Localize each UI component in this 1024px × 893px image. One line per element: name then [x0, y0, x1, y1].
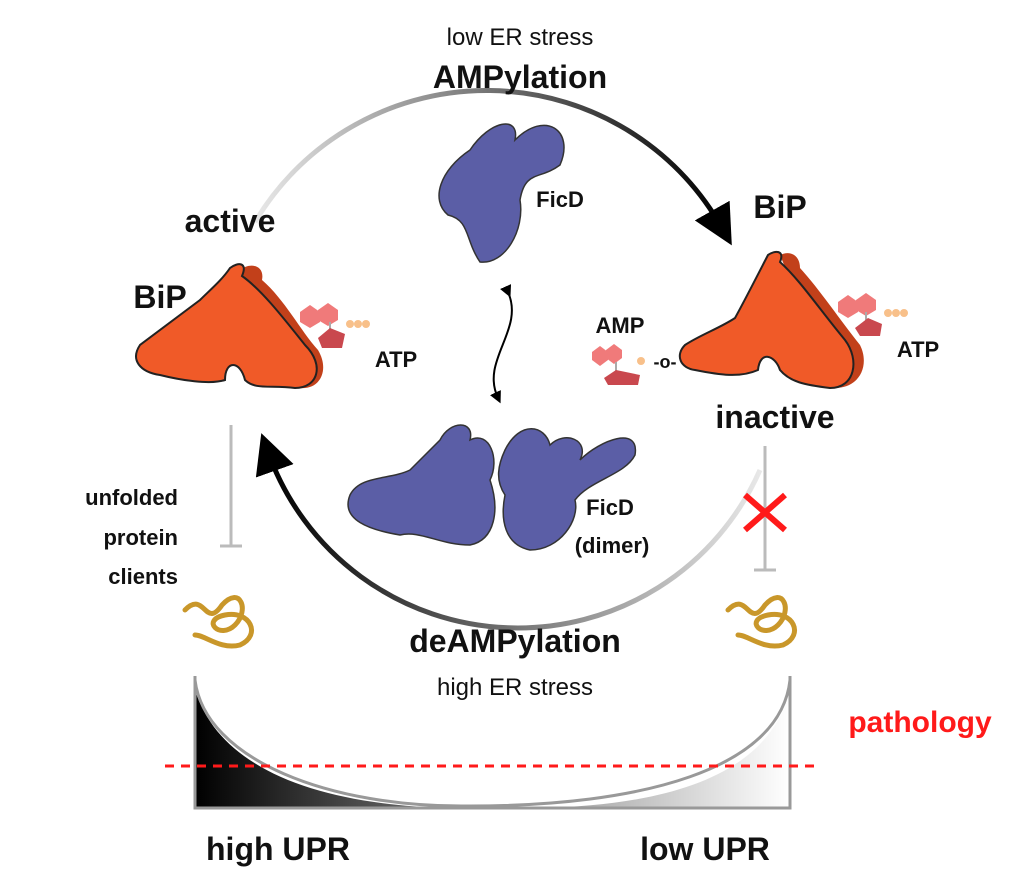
equilibrium-arrow	[490, 284, 513, 404]
amp-linker-label: -o-	[654, 352, 677, 372]
ficd-dimer-label: FicD	[586, 495, 634, 520]
atp-left-label: ATP	[375, 347, 417, 372]
inactive-label: inactive	[715, 399, 834, 435]
clients-label-line2: protein	[103, 525, 178, 550]
ampylation-arrow	[252, 88, 732, 246]
atp-right-label: ATP	[897, 337, 939, 362]
low-er-stress-label: low ER stress	[447, 24, 594, 51]
amp-label: AMP	[596, 313, 645, 338]
deampylation-label: deAMPylation	[409, 623, 621, 659]
bip-right-label: BiP	[753, 189, 806, 225]
ficd-dimer-right-shape	[497, 428, 637, 551]
ficd-monomer-shape	[438, 123, 565, 263]
amp-icon	[592, 344, 645, 385]
pathology-label: pathology	[848, 706, 992, 739]
ficd-dimer-sublabel: (dimer)	[575, 533, 650, 558]
left-inhibition-line	[220, 425, 242, 548]
blocked-x-icon	[743, 492, 787, 533]
upr-distribution-plot	[193, 676, 792, 810]
right-inhibition-line	[754, 446, 776, 572]
ficd-label: FicD	[536, 187, 584, 212]
clients-label-line3: clients	[108, 564, 178, 589]
bip-left-label: BiP	[133, 279, 186, 315]
unfolded-client-left-icon	[182, 595, 254, 649]
deampylation-arrow	[255, 433, 763, 631]
high-er-stress-label: high ER stress	[437, 674, 593, 701]
clients-label-line1: unfolded	[85, 485, 178, 510]
atp-left-icon	[300, 303, 370, 348]
high-upr-label: high UPR	[206, 831, 350, 867]
bip-active-shape	[135, 263, 324, 390]
low-upr-label: low UPR	[640, 831, 770, 867]
unfolded-client-right-icon	[725, 595, 797, 649]
ampylation-label: AMPylation	[433, 59, 607, 95]
bip-inactive-shape	[678, 250, 864, 390]
active-label: active	[185, 203, 276, 239]
atp-right-icon	[838, 293, 908, 336]
ficd-dimer-left-shape	[347, 424, 496, 546]
